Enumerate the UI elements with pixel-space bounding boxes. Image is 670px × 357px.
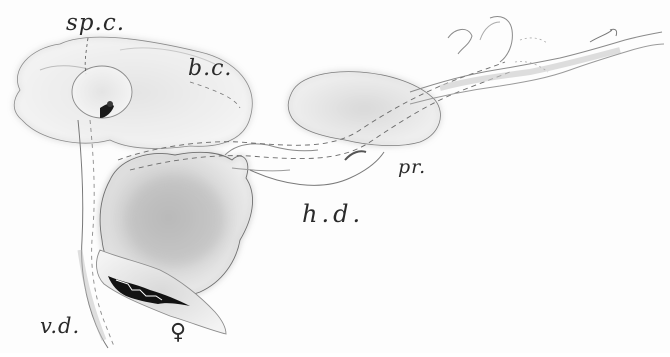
prostate-shape	[288, 72, 440, 146]
label-female-symbol: ♀	[170, 320, 187, 345]
right-duct-shape	[410, 17, 664, 105]
label-vas-deferens: v.d.	[40, 314, 80, 338]
label-prostate: pr.	[398, 156, 426, 178]
spermatheca-chamber-shape	[72, 66, 132, 118]
label-hermaphrodite-duct: h.d.	[302, 200, 364, 228]
label-bursa-copulatrix: b.c.	[188, 56, 232, 81]
bursa-copulatrix-shape	[14, 37, 252, 148]
label-spermatheca-chamber: sp.c.	[66, 10, 125, 36]
